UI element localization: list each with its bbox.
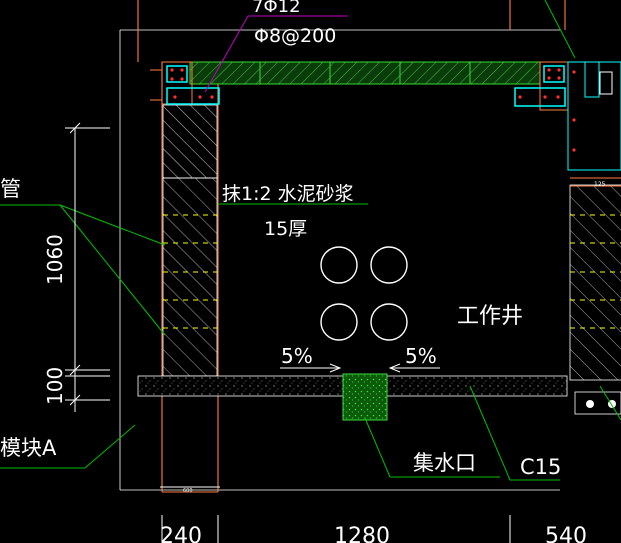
right-beam-corner (514, 61, 621, 187)
floor-slab (137, 373, 621, 421)
slope-right-label: 5% (405, 344, 437, 368)
block-label: 模块A (0, 436, 57, 460)
rebar-leader (204, 15, 348, 93)
leader-lines (0, 0, 621, 481)
sump-pit (342, 373, 388, 421)
top-slab (189, 61, 541, 85)
right-wall (569, 184, 621, 381)
horizontal-dim-540: 540 (545, 524, 587, 543)
left-beam-corner (150, 61, 220, 105)
pipe-circles (320, 246, 408, 341)
small-dim-left: 600 (183, 488, 193, 494)
concrete-label: C15 (520, 455, 561, 479)
rebar-top-label: 7Φ12 (252, 0, 301, 17)
slope-arrows (280, 363, 440, 373)
outer-frame (119, 29, 560, 491)
plaster-label: 抹1:2 水泥砂浆 (222, 183, 354, 205)
horizontal-dimension (160, 486, 511, 543)
vertical-dim-1060: 1060 (43, 234, 67, 285)
wall-axis-lines (137, 0, 566, 493)
left-wall (162, 104, 218, 377)
small-dim-right: 125 (594, 181, 606, 188)
vertical-dim-100: 100 (43, 367, 67, 405)
well-label: 工作井 (457, 304, 523, 329)
horizontal-dim-240: 240 (160, 524, 202, 543)
slope-left-label: 5% (281, 344, 313, 368)
pipe-label: 管 (0, 177, 21, 201)
rebar-stirrup-label: Φ8@200 (254, 25, 336, 47)
plaster-thickness-label: 15厚 (264, 218, 307, 240)
horizontal-dim-1280: 1280 (334, 524, 390, 543)
sump-label: 集水口 (413, 451, 476, 475)
vertical-dimension (65, 122, 110, 412)
